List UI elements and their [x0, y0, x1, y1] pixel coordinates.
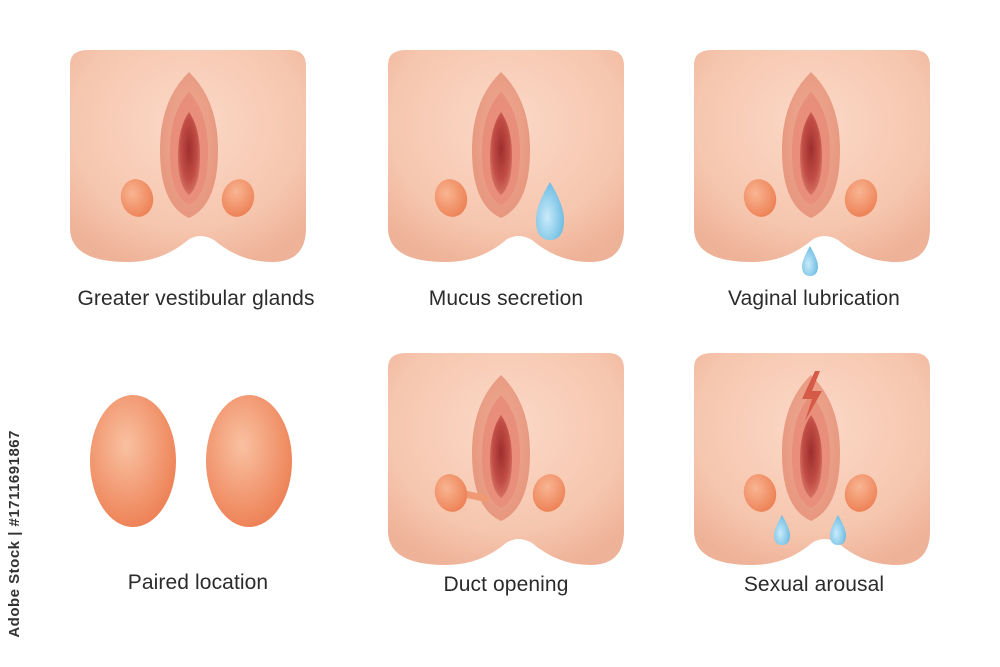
left-gland [743, 179, 777, 217]
arousal-droplet-left [774, 515, 790, 545]
panel-label: Vaginal lubrication [728, 287, 900, 310]
left-gland [743, 474, 777, 512]
panel-sexual-arousal: Sexual arousal [624, 303, 957, 667]
vaginal-opening [800, 112, 822, 195]
vulva-illustration [694, 353, 930, 565]
paired-glands-illustration [90, 395, 292, 527]
panel-label: Paired location [127, 571, 269, 594]
panel-label: Greater vestibular glands [77, 287, 315, 310]
panel-vaginal-lubrication: Vaginal lubrication [624, 0, 957, 333]
watermark-vertical-text: Adobe Stock | #1711691867 [6, 430, 23, 638]
vulva-illustration [694, 50, 930, 276]
vulva-illustration [70, 50, 306, 262]
panel-duct-opening: Duct opening [318, 303, 651, 667]
left-gland [120, 179, 154, 217]
left-gland [90, 395, 176, 527]
panel-greater-vestibular-glands: Greater vestibular glands [0, 0, 333, 333]
panel-mucus-secretion: Mucus secretion [318, 0, 651, 333]
panel-label: Mucus secretion [428, 287, 584, 310]
lightning-bolt-icon [802, 371, 822, 421]
vulva-illustration [388, 353, 624, 565]
arousal-droplet-right [830, 515, 846, 545]
panel-paired-location: Paired location [0, 333, 333, 667]
vaginal-opening [490, 415, 512, 498]
right-gland [844, 179, 878, 217]
lubrication-droplet [802, 246, 818, 276]
right-gland [221, 179, 255, 217]
vulva-illustration [388, 50, 624, 262]
left-gland [434, 179, 468, 217]
right-gland [844, 474, 878, 512]
vaginal-opening [490, 112, 512, 195]
panel-label: Sexual arousal [743, 573, 885, 596]
panel-label: Duct opening [443, 573, 569, 596]
mucus-droplet [536, 182, 564, 240]
right-gland [532, 474, 566, 512]
vaginal-opening [178, 112, 200, 195]
left-gland [434, 474, 468, 512]
right-gland [206, 395, 292, 527]
vaginal-opening [800, 415, 822, 498]
